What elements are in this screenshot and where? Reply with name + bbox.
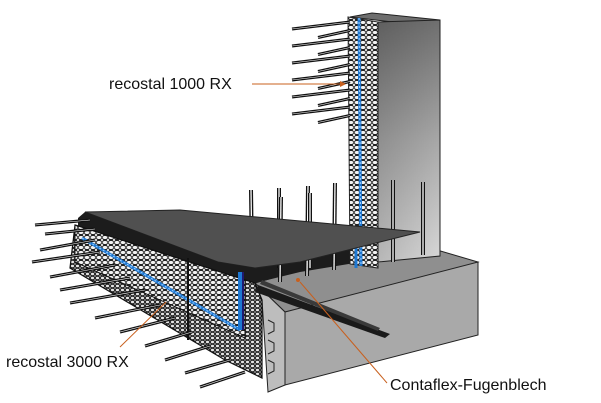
column-rebar-highlight bbox=[317, 81, 351, 89]
leader-lines bbox=[119, 81, 388, 384]
contaflex-joint-sheet bbox=[255, 285, 390, 338]
column-rebar-highlight bbox=[291, 72, 351, 81]
slab-rebar-highlight bbox=[49, 264, 116, 278]
slab-rebar-highlight bbox=[44, 228, 96, 235]
column-rebar-highlight bbox=[317, 47, 351, 55]
slab-rebar-highlight bbox=[119, 317, 176, 333]
slab-rebar-highlight bbox=[31, 251, 101, 263]
slab-waterstop-band bbox=[69, 224, 263, 379]
slab-element bbox=[78, 209, 421, 283]
column-rebar-highlight bbox=[317, 115, 351, 123]
column-rebar-highlight bbox=[317, 64, 351, 72]
column-rebars bbox=[291, 20, 351, 125]
slab-rebar-highlight bbox=[39, 239, 96, 251]
column-rebar-highlight bbox=[291, 89, 351, 98]
column-rebar-highlight bbox=[317, 98, 351, 106]
slab-rebar-highlight bbox=[94, 304, 161, 319]
column-rebar-highlight bbox=[291, 106, 351, 115]
label-column-band: recostal 1000 RX bbox=[109, 76, 232, 93]
foundation-block bbox=[254, 244, 480, 393]
slab-rebars bbox=[31, 218, 246, 389]
label-joint-sheet: Contaflex-Fugenblech bbox=[390, 377, 547, 394]
slab-rebar-highlight bbox=[59, 277, 131, 291]
slab-rebar-highlight bbox=[184, 359, 231, 374]
slab-rebar-highlight bbox=[69, 289, 146, 304]
column-rebar-highlight bbox=[291, 38, 351, 47]
slab-rebar-highlight bbox=[144, 331, 193, 347]
leader-slab-band bbox=[119, 301, 167, 348]
edge-notches bbox=[267, 319, 275, 375]
slab-rebar-highlight bbox=[164, 345, 211, 361]
column-rebar-highlight bbox=[291, 55, 351, 64]
column-rebar-highlight bbox=[317, 30, 351, 38]
leader-joint-sheet bbox=[299, 281, 388, 384]
column-waterstop-band bbox=[347, 16, 379, 269]
slab-rebar-highlight bbox=[34, 219, 91, 226]
column-rebar-highlight bbox=[291, 21, 351, 30]
slab-rebar-highlight bbox=[199, 371, 246, 388]
label-slab-band: recostal 3000 RX bbox=[6, 354, 129, 371]
